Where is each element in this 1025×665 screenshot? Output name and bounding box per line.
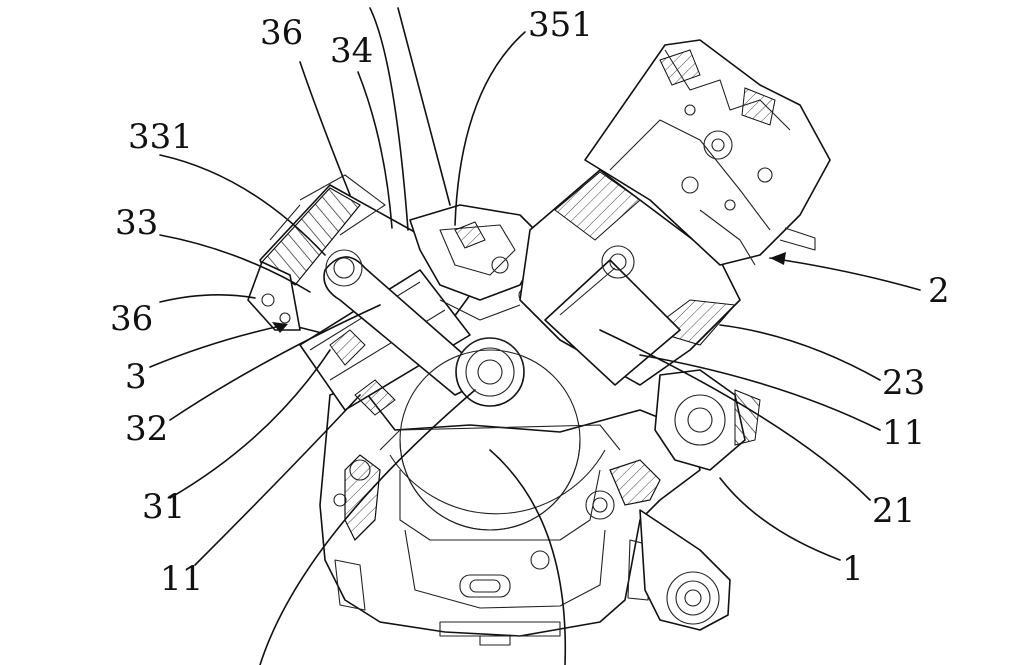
leader-lines	[149, 7, 921, 665]
leader-1	[719, 477, 841, 561]
leader-351	[454, 31, 526, 226]
leader-36-top	[299, 61, 351, 196]
arrow-3	[272, 322, 288, 333]
leader-23	[719, 324, 881, 381]
leader-bottom-left	[259, 389, 476, 665]
label-34: 34	[330, 31, 373, 71]
rear-mount-bracket	[639, 509, 731, 631]
leader-34	[357, 71, 393, 229]
label-33: 33	[115, 203, 158, 243]
label-3: 3	[125, 357, 147, 397]
label-21: 21	[872, 491, 915, 531]
leader-32	[169, 304, 381, 421]
center-valley-castings	[409, 204, 546, 321]
arrow-2	[770, 252, 786, 265]
label-331: 331	[128, 117, 193, 157]
leader-36-left	[159, 294, 256, 303]
leader-31	[169, 349, 331, 499]
leader-11-right	[639, 354, 881, 431]
label-2: 2	[928, 271, 950, 311]
label-351: 351	[528, 5, 593, 45]
leader-2	[769, 257, 921, 291]
rear-cylinder-assembly	[519, 39, 831, 386]
front-cylinder-assembly	[247, 174, 475, 416]
leader-bottom-right	[489, 449, 567, 665]
label-1: 1	[842, 549, 864, 589]
leader-3	[149, 324, 286, 368]
label-36-top: 36	[260, 13, 303, 53]
leader-11-left	[194, 394, 361, 566]
label-32: 32	[125, 409, 168, 449]
crankshaft-center	[399, 337, 581, 531]
label-11-right: 11	[882, 413, 925, 453]
leader-top-left-a	[369, 7, 409, 231]
label-11-left: 11	[160, 559, 203, 599]
leader-331	[159, 154, 326, 256]
label-31: 31	[142, 487, 185, 527]
callout-labels: 36 34 351 331 33 36 3 32 31 11 2 23 11 2…	[110, 5, 950, 599]
leader-33	[159, 234, 311, 293]
leader-21	[599, 329, 871, 501]
leader-top-left-b	[397, 7, 451, 206]
label-36-left: 36	[110, 299, 153, 339]
label-23: 23	[882, 363, 925, 403]
